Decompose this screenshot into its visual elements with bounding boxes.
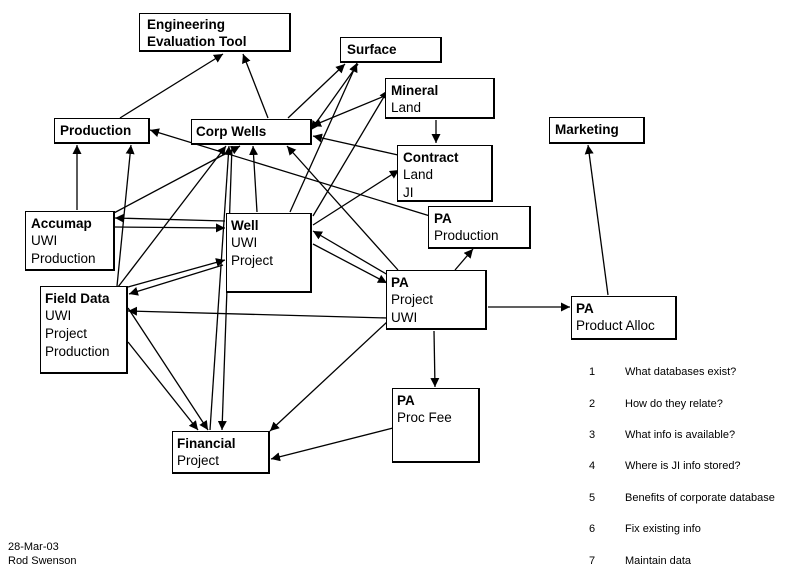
link-pa-product-alloc-to-marketing — [584, 144, 609, 296]
question-text: How do they relate? — [625, 398, 723, 410]
node-line: Project — [177, 453, 220, 468]
node-title: Evaluation Tool — [147, 34, 247, 49]
question-text: Benefits of corporate database — [625, 492, 775, 504]
node-title: Field Data — [45, 291, 110, 306]
link-accumap-to-well — [114, 223, 226, 233]
node-accumap: Accumap UWI Production — [25, 211, 115, 271]
link-field-data-to-corp-wells — [117, 145, 227, 288]
node-line: Project — [231, 253, 274, 268]
link-pa-project-to-pa-production — [454, 248, 474, 271]
node-line: JI — [403, 185, 414, 200]
node-title: PA — [576, 301, 594, 316]
node-pa-product-alloc: PA Product Alloc — [571, 296, 677, 340]
node-surface: Surface — [340, 37, 442, 63]
node-title: Well — [231, 218, 259, 233]
node-title: Contract — [403, 150, 459, 165]
link-well-to-corp-wells — [249, 145, 259, 213]
node-line: UWI — [31, 233, 58, 248]
node-line: Project — [45, 326, 88, 341]
footer-author: Rod Swenson — [8, 555, 77, 567]
node-title: PA — [397, 393, 415, 408]
link-pa-project-to-field-data — [127, 306, 389, 319]
link-well-to-pa-project — [312, 243, 388, 284]
link-pa-project-to-pa-proc-fee — [430, 330, 440, 388]
question-number: 6 — [589, 523, 596, 535]
link-field-data-to-production — [116, 144, 135, 287]
question-number: 4 — [589, 460, 596, 472]
question-number: 2 — [589, 398, 596, 410]
node-engineering-evaluation-tool: Engineering Evaluation Tool — [139, 13, 291, 52]
node-title: PA — [434, 211, 452, 226]
question-number: 3 — [589, 429, 596, 441]
node-line: Production — [434, 228, 499, 243]
link-production-to-engineering — [119, 53, 224, 119]
node-financial: Financial Project — [172, 431, 270, 474]
node-title: Mineral — [391, 83, 439, 98]
node-pa-project: PA Project UWI — [386, 270, 487, 330]
footer-date: 28-Mar-03 — [8, 541, 59, 553]
node-line: Proc Fee — [397, 410, 452, 425]
question-number: 5 — [589, 492, 596, 504]
node-title: Corp Wells — [196, 124, 267, 139]
node-line: UWI — [391, 310, 418, 325]
link-field-data-to-well — [127, 258, 226, 288]
question-text: Fix existing info — [625, 523, 701, 535]
node-line: UWI — [45, 308, 72, 323]
link-pa-proc-fee-to-financial — [270, 427, 394, 462]
node-pa-production: PA Production — [428, 206, 531, 249]
link-well-to-field-data — [128, 264, 224, 296]
node-line: Production — [45, 344, 110, 359]
node-line: UWI — [231, 235, 258, 250]
node-corp-wells: Corp Wells — [191, 119, 312, 145]
question-text: What databases exist? — [625, 366, 737, 378]
link-well-to-mineral — [312, 89, 389, 217]
node-title: Accumap — [31, 216, 92, 231]
node-marketing: Marketing — [549, 117, 645, 144]
node-title: Financial — [177, 436, 236, 451]
node-contract: Contract Land JI — [397, 145, 493, 202]
question-number: 7 — [589, 555, 596, 567]
link-mineral-to-corp-wells — [311, 94, 388, 127]
node-mineral: Mineral Land — [385, 78, 495, 119]
node-production: Production — [54, 118, 150, 144]
node-line: Land — [391, 100, 422, 115]
node-well: Well UWI Project — [226, 213, 312, 293]
question-number: 1 — [589, 366, 596, 378]
node-title: PA — [391, 275, 409, 290]
link-well-to-contract — [312, 169, 400, 226]
question-text: What info is available? — [625, 429, 736, 441]
link-pa-project-to-corp-wells — [286, 145, 399, 271]
link-accumap-to-corp-wells — [111, 145, 241, 215]
node-title: Production — [60, 123, 132, 138]
node-line: Project — [391, 292, 434, 307]
link-corp-wells-to-surface — [287, 63, 346, 119]
node-title: Engineering — [147, 17, 226, 32]
node-pa-proc-fee: PA Proc Fee — [392, 388, 480, 463]
question-text: Where is JI info stored? — [625, 460, 741, 472]
link-pa-project-to-financial — [269, 321, 388, 432]
node-line: Land — [403, 167, 434, 182]
link-well-to-surface — [289, 62, 358, 213]
node-title: Surface — [347, 42, 397, 57]
link-field-data-to-financial — [127, 341, 199, 431]
link-pa-project-to-well — [312, 230, 389, 276]
question-text: Maintain data — [625, 555, 692, 567]
link-corp-wells-to-engineering — [242, 53, 269, 119]
node-title: Marketing — [555, 122, 619, 137]
link-field-data-to-financial-upper — [127, 307, 209, 431]
link-financial-to-corp-wells — [209, 145, 233, 431]
node-line: Production — [31, 251, 96, 266]
node-field-data: Field Data UWI Project Production — [40, 286, 128, 374]
node-line: Product Alloc — [576, 318, 655, 333]
